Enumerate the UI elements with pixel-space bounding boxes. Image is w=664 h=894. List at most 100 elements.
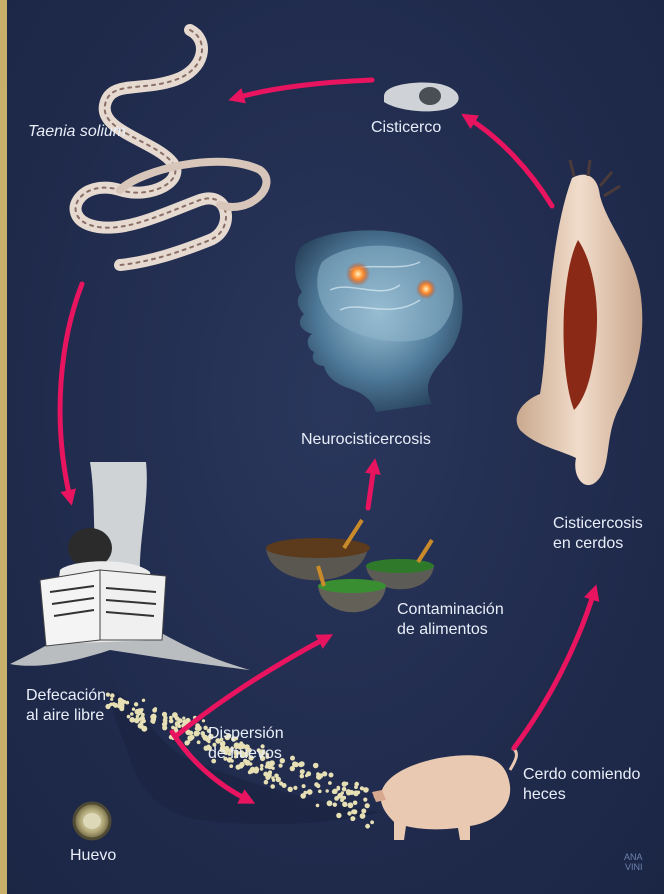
egg-dot <box>351 809 356 814</box>
egg-dot <box>353 801 358 806</box>
egg-dot <box>340 798 344 802</box>
egg-dot <box>329 773 334 778</box>
egg-dot <box>106 693 110 697</box>
egg-dot <box>318 790 322 794</box>
egg-dot <box>370 820 374 824</box>
egg-dot <box>336 813 341 818</box>
egg-dot <box>190 735 195 740</box>
egg-dot <box>162 722 167 727</box>
egg-dot <box>360 813 366 819</box>
egg-dot <box>365 803 370 808</box>
egg-dot <box>260 764 264 768</box>
egg-dot <box>341 791 344 794</box>
egg-dot <box>334 796 339 801</box>
egg-dot <box>134 718 140 724</box>
arrow-food-to-neuro <box>368 466 374 508</box>
label-cisticercosis-cerdos: Cisticercosis en cerdos <box>553 514 643 554</box>
egg-dot <box>200 731 205 736</box>
egg-dot <box>202 719 205 722</box>
egg-dot <box>322 771 327 776</box>
label-neurocisticercosis: Neurocisticercosis <box>301 430 431 450</box>
egg-dot <box>195 727 199 731</box>
egg-dot <box>135 709 141 715</box>
egg-dot <box>171 726 175 730</box>
egg-dot <box>270 784 275 789</box>
egg-dot <box>268 770 272 774</box>
egg-dot <box>326 789 329 792</box>
egg-dot <box>351 818 354 821</box>
pig-carcass-illustration <box>517 160 643 485</box>
egg-dot <box>303 791 307 795</box>
egg-dot <box>354 785 358 789</box>
egg-dot <box>294 762 299 767</box>
egg-dot <box>150 715 155 720</box>
cysticercus-illustration <box>384 83 459 112</box>
egg-dot <box>314 782 319 787</box>
egg-dot <box>302 784 306 788</box>
food-bowls-illustration <box>266 520 434 612</box>
egg-dot <box>357 791 361 795</box>
egg-dot <box>265 765 269 769</box>
egg-dot <box>197 740 201 744</box>
egg-dot <box>187 740 191 744</box>
egg-dot <box>347 811 351 815</box>
egg-dot <box>313 763 319 769</box>
egg-dot <box>154 707 157 710</box>
egg-dot <box>194 731 200 737</box>
egg-dot <box>306 771 311 776</box>
egg-dot <box>279 764 283 768</box>
egg-dot <box>363 787 369 793</box>
egg-dot <box>346 789 351 794</box>
head-brain-illustration <box>295 230 463 412</box>
egg-dot <box>109 703 112 706</box>
egg-dot <box>288 787 293 792</box>
egg-dot <box>125 701 129 705</box>
label-contaminacion-alimentos: Contaminación de alimentos <box>397 600 504 640</box>
egg-dot <box>265 775 270 780</box>
label-huevo: Huevo <box>70 846 116 866</box>
egg-dot <box>119 705 124 710</box>
egg-dot <box>229 764 233 768</box>
egg-dot <box>113 703 118 708</box>
egg-dot <box>175 721 180 726</box>
egg-dot <box>172 712 178 718</box>
egg-dot <box>142 719 146 723</box>
egg-dot <box>342 802 347 807</box>
label-defecacion: Defecación al aire libre <box>26 686 106 726</box>
label-taenia-solium: Taenia solium <box>28 122 126 142</box>
egg-dot <box>127 715 131 719</box>
egg-dot <box>300 769 305 774</box>
egg-dot <box>182 720 186 724</box>
artist-signature: ANA VINI <box>624 852 643 872</box>
egg-dot <box>110 698 113 701</box>
egg-dot <box>272 779 275 782</box>
egg-dot <box>327 800 333 806</box>
egg-dot <box>307 789 313 795</box>
arrow-taenia-to-defecation <box>60 284 82 498</box>
label-cerdo-comiendo: Cerdo comiendo heces <box>523 765 640 805</box>
arrow-pig-to-cisticercosis <box>514 592 594 748</box>
egg-dot <box>134 702 138 706</box>
egg-dot <box>264 780 269 785</box>
egg-dot <box>290 756 295 761</box>
egg-dot <box>332 789 337 794</box>
egg-dot <box>110 693 115 698</box>
egg-dot <box>118 701 121 704</box>
egg-dot <box>365 824 370 829</box>
egg-dot <box>236 765 241 770</box>
egg-dot <box>276 777 281 782</box>
egg-dot <box>316 804 320 808</box>
egg-dot <box>342 787 347 792</box>
arrow-carcass-to-cisticerco <box>468 118 552 206</box>
egg-dot <box>300 774 305 779</box>
egg-dot <box>342 781 347 786</box>
left-edge-stripe <box>0 0 7 894</box>
tapeworm-illustration <box>76 30 267 265</box>
egg-dot <box>361 809 366 814</box>
egg-dot <box>328 781 332 785</box>
label-dispersion-huevos: Dispersión de huevos <box>208 724 284 764</box>
egg-dot <box>132 708 135 711</box>
egg-dot <box>169 719 174 724</box>
egg-illustration <box>74 803 110 839</box>
